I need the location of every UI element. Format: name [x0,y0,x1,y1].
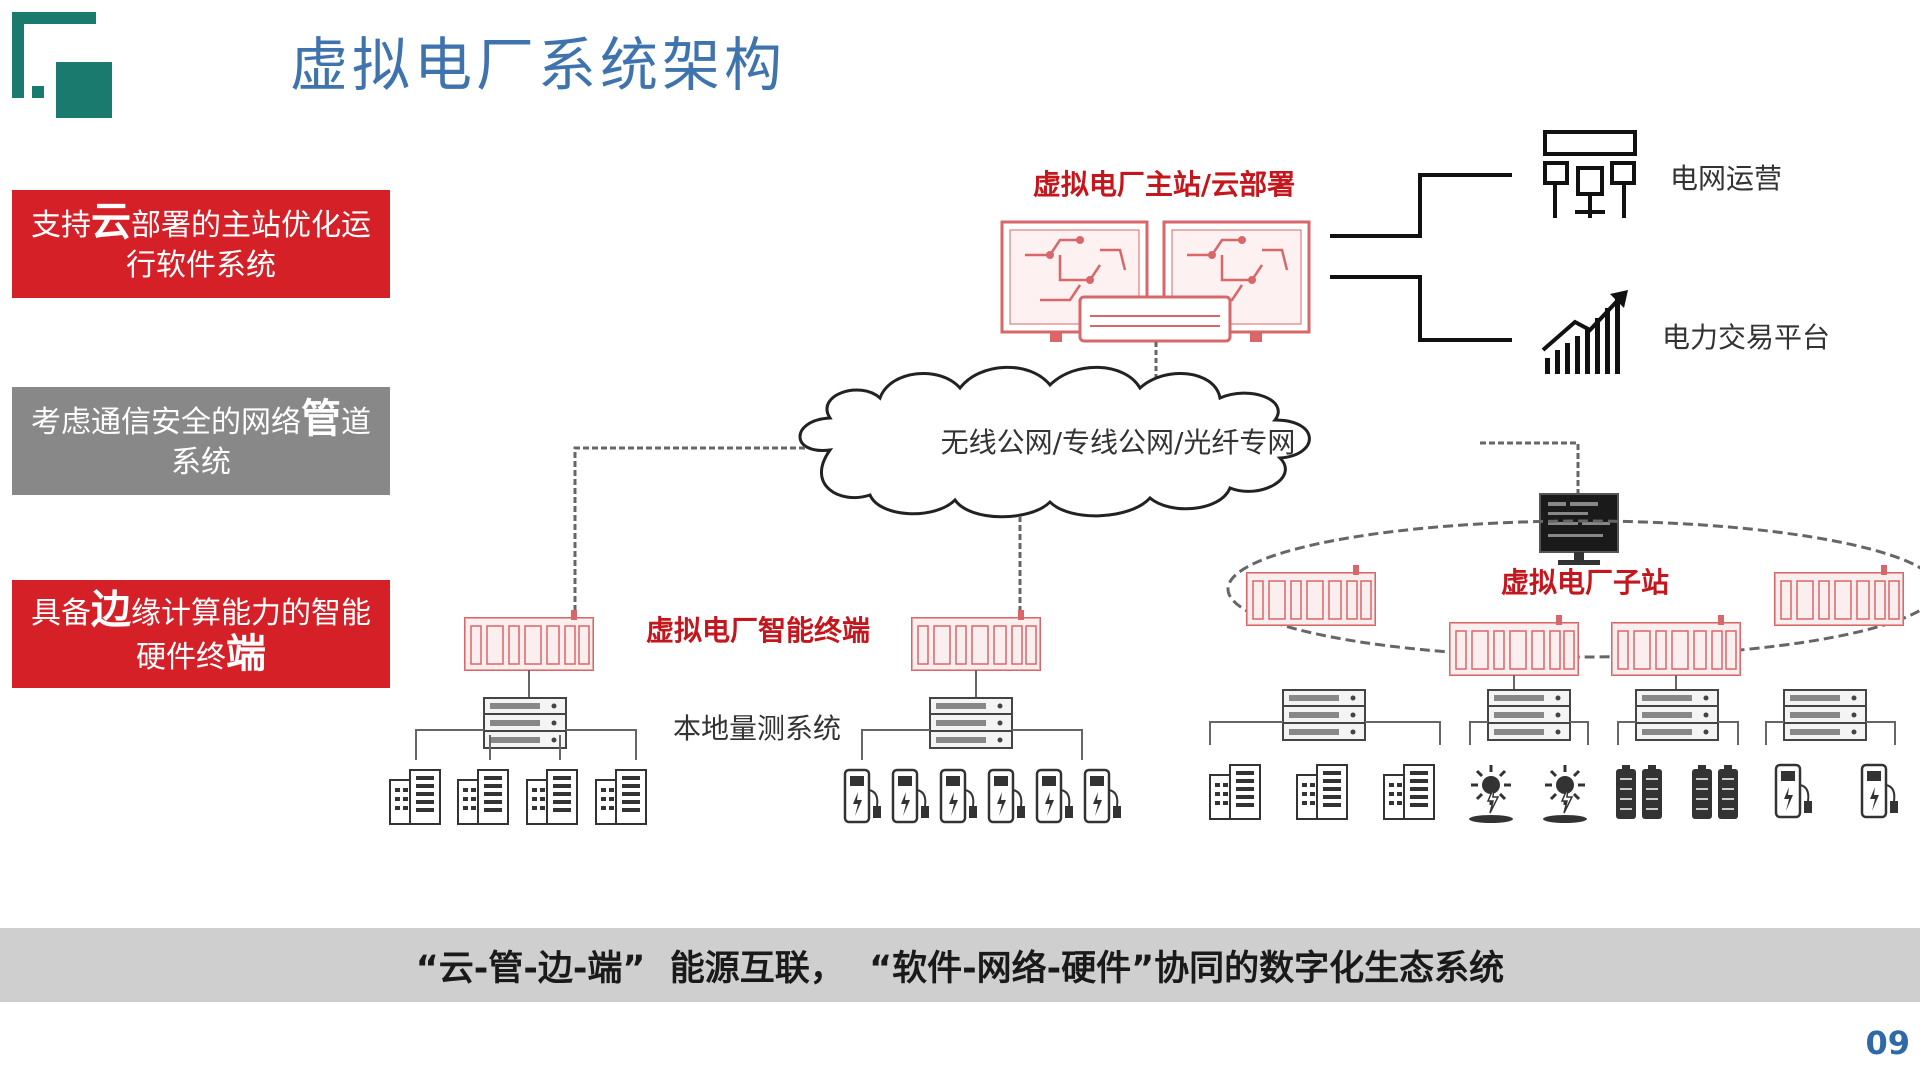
monitor-icon [1000,220,1311,343]
network-links [573,441,1580,615]
distribution-lines [415,721,1896,760]
label-highlight: 云 [91,199,131,245]
network-icon [1543,130,1637,218]
chart-up-icon [1541,290,1628,374]
master-station-label: 虚拟电厂主站/云部署 [1033,168,1295,201]
smart-terminal-label: 虚拟电厂智能终端 [646,614,870,647]
rack-server-links [528,670,1677,698]
label-highlight: 边 [91,587,131,633]
sub-station-label: 虚拟电厂子站 [1501,566,1669,599]
label-highlight: 端 [226,631,266,677]
label-text: 考虑通信安全的网络 [31,405,301,440]
page-number: 09 [1865,1024,1910,1062]
label-text: 具备 [31,596,91,631]
power-trading-label: 电力交易平台 [1662,321,1830,354]
bottom-banner: “云-管-边-端” 能源互联， “软件-网络-硬件”协同的数字化生态系统 [0,928,1920,1002]
master-connectors [1330,173,1512,342]
label-text: 支持 [31,208,91,243]
ev-charger-icon [843,763,1900,824]
edge-label-box: 具备边缘计算能力的智能硬件终端 [12,580,390,688]
label-highlight: 管 [301,396,341,442]
battery-icon [1615,764,1739,820]
workstation-icon [1539,493,1619,565]
logo-mark-icon [12,12,112,118]
cloud-icon [798,365,1311,519]
label-text: 缘计算能力的智能硬件终 [131,596,371,675]
grid-ops-label: 电网运营 [1670,162,1782,195]
label-text: 道系统 [171,405,371,480]
local-measurement-label: 本地量测系统 [673,712,841,745]
label-text: 部署的主站优化运行软件系统 [126,208,371,283]
cloud-label-box: 支持云部署的主站优化运行软件系统 [12,190,390,298]
pipe-label-box: 考虑通信安全的网络管道系统 [12,387,390,495]
solar-icon [1467,763,1589,825]
substation-ring [1226,519,1920,659]
network-label: 无线公网/专线公网/光纤专网 [941,426,1296,459]
page-title: 虚拟电厂系统架构 [290,31,787,99]
